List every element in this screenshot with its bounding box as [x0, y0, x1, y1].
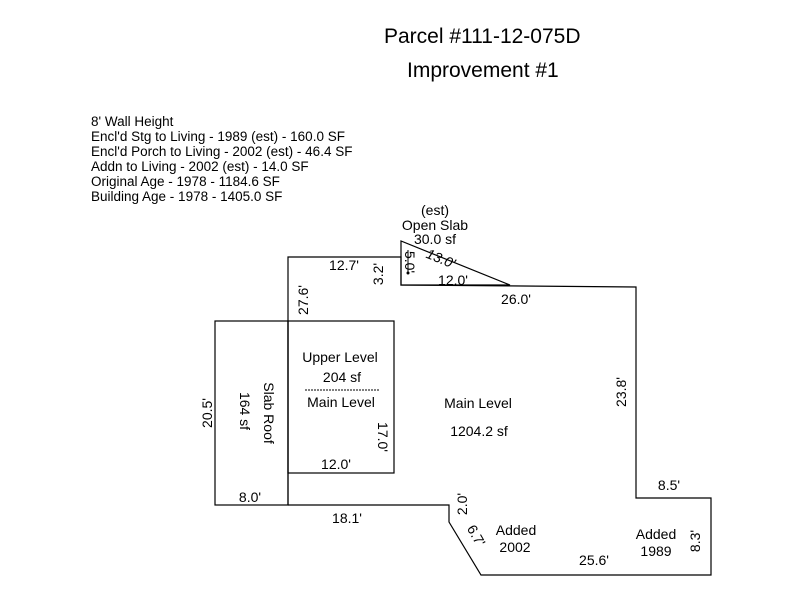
- added-2002-year: 2002: [499, 539, 530, 555]
- dim-label: 5.0': [402, 251, 418, 273]
- dim-label: 26.0': [501, 291, 531, 307]
- dim-label: 8.0': [239, 489, 261, 505]
- note: Original Age - 1978 - 1184.6 SF: [91, 174, 280, 189]
- upper-level-label: Upper Level: [302, 349, 378, 365]
- dim-label: 23.8': [613, 377, 629, 407]
- dim-label: 27.6': [295, 285, 311, 315]
- dim-label: 20.5': [199, 398, 215, 428]
- dim-label: 3.2': [370, 263, 386, 285]
- arrow-head-icon: [406, 271, 410, 275]
- note: Encl'd Stg to Living - 1989 (est) - 160.…: [91, 129, 345, 144]
- dim-label: 13.0': [424, 245, 459, 272]
- note: Building Age - 1978 - 1405.0 SF: [91, 189, 283, 204]
- note: Encl'd Porch to Living - 2002 (est) - 46…: [91, 144, 353, 159]
- upper-level-outline: [287, 320, 395, 474]
- added-1989-year: 1989: [640, 543, 671, 559]
- open-slab-label-1: (est): [421, 202, 449, 218]
- note: Addn to Living - 2002 (est) - 14.0 SF: [91, 159, 309, 174]
- main-outline: [287, 256, 712, 576]
- parcel-title: Parcel #111-12-075D: [384, 25, 581, 48]
- dim-label: 12.0': [321, 456, 351, 472]
- main-level-area: 1204.2 sf: [450, 423, 508, 439]
- dim-label: 18.1': [332, 510, 362, 526]
- main-level-label: Main Level: [444, 395, 512, 411]
- improvement-title: Improvement #1: [407, 59, 559, 82]
- open-slab-outline: [400, 240, 511, 286]
- dim-label: 8.5': [658, 477, 680, 493]
- dim-label: 8.3': [687, 530, 703, 552]
- dim-label: 6.7': [464, 522, 489, 549]
- note: 8' Wall Height: [91, 114, 174, 129]
- notes-list: 8' Wall Height Encl'd Stg to Living - 19…: [91, 114, 352, 204]
- added-2002-label: Added: [496, 522, 536, 538]
- upper-level-area: 204 sf: [323, 369, 361, 385]
- dim-label: 25.6': [579, 552, 609, 568]
- dim-label: 17.0': [375, 422, 391, 452]
- dim-label: 12.0': [438, 272, 468, 288]
- dim-label: 2.0': [454, 493, 470, 515]
- slab-roof-label: Slab Roof: [261, 382, 277, 444]
- open-slab-area: 30.0 sf: [414, 231, 456, 247]
- slab-roof-area: 164 sf: [237, 392, 253, 430]
- dim-label: 12.7': [329, 257, 359, 273]
- open-slab-label-2: Open Slab: [402, 217, 468, 233]
- upper-main-level-label: Main Level: [307, 394, 375, 410]
- added-1989-label: Added: [636, 526, 676, 542]
